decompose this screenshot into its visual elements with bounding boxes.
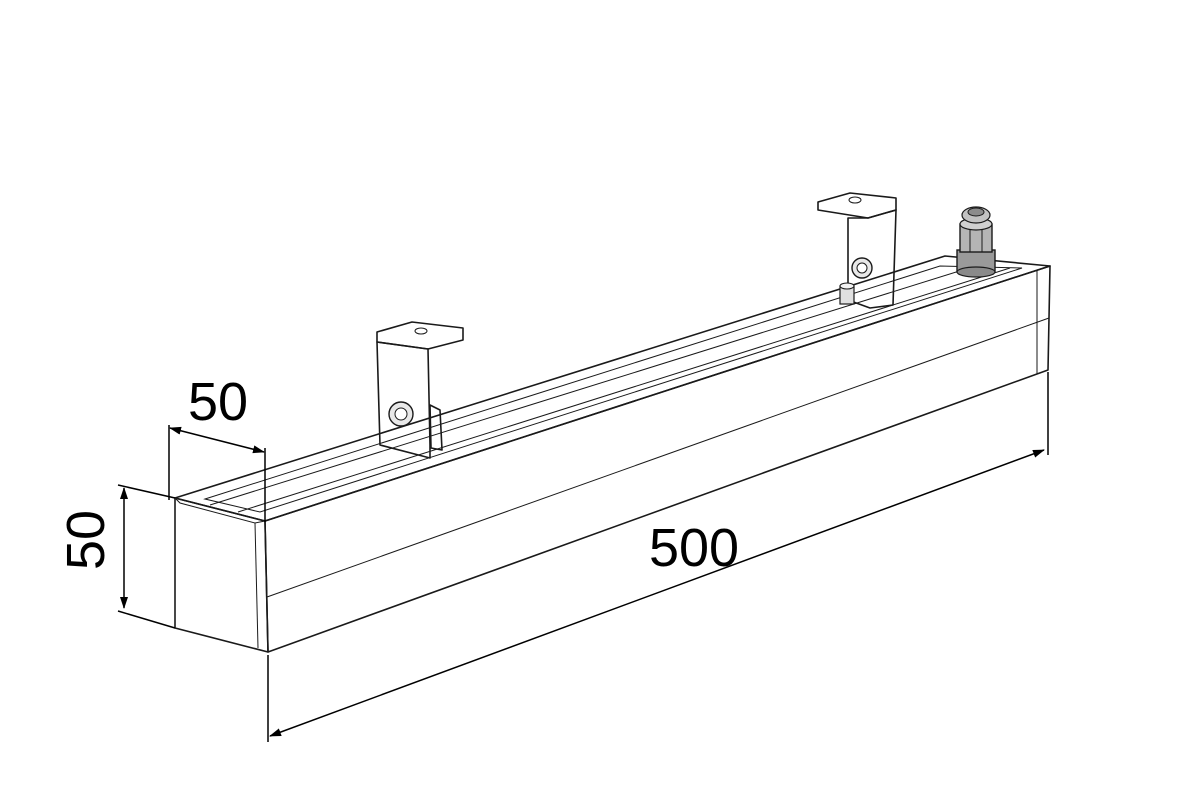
left-bracket-plate: [376, 341, 431, 459]
dimension-length-label: 500: [649, 518, 739, 578]
profile-top-face: [174, 255, 1051, 522]
right-mounting-bracket: [817, 192, 897, 309]
profile-body: [173, 255, 1051, 653]
dimension-height: 50: [56, 484, 176, 629]
right-bracket-hole: [848, 196, 862, 204]
dimension-width: 50: [168, 372, 266, 522]
left-bracket-top-tab: [376, 321, 464, 350]
profile-front-face: [264, 265, 1051, 653]
dimension-width-label: 50: [188, 372, 248, 432]
left-mounting-bracket: [376, 321, 464, 459]
dimension-length: 500: [267, 372, 1049, 742]
left-bracket-hole: [414, 327, 428, 335]
profile-top-slot: [203, 265, 1023, 513]
dimension-height-label: 50: [56, 510, 116, 570]
end-cap: [174, 497, 269, 653]
cable-gland: [956, 206, 996, 278]
